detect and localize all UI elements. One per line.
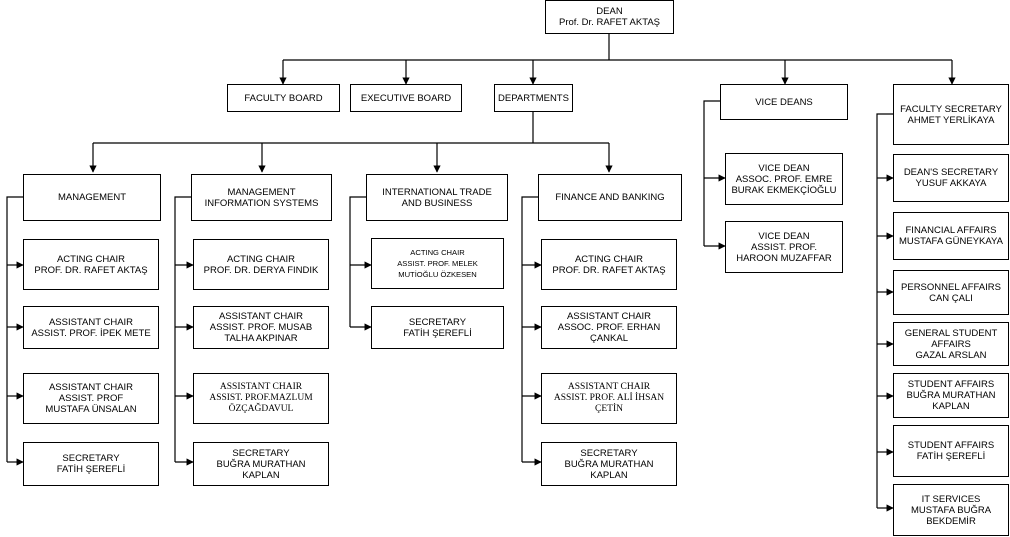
secretary-unit-label: PERSONNEL AFFAIRS CAN ÇALI	[901, 281, 1001, 304]
secretary-unit-box: DEAN'S SECRETARY YUSUF AKKAYA	[893, 154, 1009, 202]
staff-box: ACTING CHAIR PROF. DR. RAFET AKTAŞ	[541, 239, 677, 290]
faculty-board-box: FACULTY BOARD	[227, 84, 340, 112]
connector-line	[174, 196, 191, 462]
staff-label: ASSISTANT CHAIR ASSIST. PROF.MAZLUM ÖZÇA…	[209, 382, 313, 414]
secretary-unit-label: GENERAL STUDENT AFFAIRS GAZAL ARSLAN	[904, 327, 998, 361]
connector-line	[703, 100, 720, 246]
staff-box: ASSISTANT CHAIR ASSIST. PROF.MAZLUM ÖZÇA…	[193, 373, 329, 424]
staff-box: ASSISTANT CHAIR ASSIST. PROF. ALİ İHSAN …	[541, 373, 677, 424]
vice-dean-box: VICE DEAN ASSOC. PROF. EMRE BURAK EKMEKÇ…	[725, 153, 843, 205]
vice-deans-box: VICE DEANS	[720, 84, 848, 120]
faculty-secretary-title: FACULTY SECRETARY	[900, 103, 1002, 115]
staff-label: ASSISTANT CHAIR ASSIST. PROF MUSTAFA ÜNS…	[45, 382, 137, 415]
secretary-unit-label: IT SERVICES MUSTAFA BUĞRA BEKDEMİR	[910, 493, 992, 527]
faculty-board-label: FACULTY BOARD	[244, 92, 323, 104]
vice-deans-label: VICE DEANS	[755, 96, 813, 108]
secretary-unit-label: STUDENT AFFAIRS FATİH ŞEREFLİ	[907, 440, 995, 462]
connector-line	[6, 196, 23, 462]
connector-line	[876, 113, 893, 508]
staff-box: SECRETARY FATİH ŞEREFLİ	[371, 306, 504, 349]
departments-label: DEPARTMENTS	[498, 92, 569, 104]
department-name: MANAGEMENT	[57, 192, 127, 203]
staff-box: ACTING CHAIR PROF. DR. RAFET AKTAŞ	[23, 239, 159, 290]
connector-line	[349, 196, 366, 327]
secretary-unit-box: FINANCIAL AFFAIRS MUSTAFA GÜNEYKAYA	[893, 212, 1009, 260]
staff-box: SECRETARY BUĞRA MURATHAN KAPLAN	[193, 442, 329, 486]
secretary-unit-label: STUDENT AFFAIRS BUĞRA MURATHAN KAPLAN	[906, 379, 996, 412]
secretary-unit-box: IT SERVICES MUSTAFA BUĞRA BEKDEMİR	[893, 484, 1009, 536]
staff-label: SECRETARY BUĞRA MURATHAN KAPLAN	[216, 447, 306, 481]
staff-label: ASSISTANT CHAIR ASSIST. PROF. MUSAB TALH…	[209, 311, 313, 344]
vice-dean-title: VICE DEAN	[758, 162, 810, 174]
department-management: MANAGEMENT	[23, 174, 161, 221]
department-name: INTERNATIONAL TRADE AND BUSINESS	[382, 186, 492, 209]
staff-label: ACTING CHAIR ASSIST. PROF. MELEK MUTİOĞL…	[397, 248, 478, 279]
departments-box: DEPARTMENTS	[494, 84, 573, 112]
department-itb: INTERNATIONAL TRADE AND BUSINESS	[366, 174, 508, 221]
secretary-unit-box: PERSONNEL AFFAIRS CAN ÇALI	[893, 270, 1009, 315]
staff-label: ACTING CHAIR PROF. DR. RAFET AKTAŞ	[552, 253, 666, 276]
vice-dean-box: VICE DEAN ASSIST. PROF. HAROON MUZAFFAR	[725, 221, 843, 273]
connector-line	[521, 196, 538, 462]
secretary-unit-label: DEAN'S SECRETARY YUSUF AKKAYA	[903, 167, 999, 189]
vice-dean-name: ASSOC. PROF. EMRE BURAK EKMEKÇİOĞLU	[731, 173, 837, 196]
staff-label: SECRETARY BUĞRA MURATHAN KAPLAN	[564, 447, 654, 481]
vice-dean-name: ASSIST. PROF. HAROON MUZAFFAR	[736, 241, 832, 264]
staff-box: ASSISTANT CHAIR ASSIST. PROF. İPEK METE	[23, 306, 159, 349]
executive-board-label: EXECUTIVE BOARD	[360, 92, 452, 104]
staff-box: SECRETARY FATİH ŞEREFLİ	[23, 442, 159, 486]
secretary-unit-box: STUDENT AFFAIRS BUĞRA MURATHAN KAPLAN	[893, 373, 1009, 418]
department-mis: MANAGEMENT INFORMATION SYSTEMS	[191, 174, 332, 221]
staff-box: ASSISTANT CHAIR ASSIST. PROF MUSTAFA ÜNS…	[23, 373, 159, 424]
staff-label: ASSISTANT CHAIR ASSOC. PROF. ERHAN ÇANKA…	[557, 311, 661, 344]
dean-title: DEAN	[596, 6, 623, 17]
executive-board-box: EXECUTIVE BOARD	[350, 84, 462, 112]
faculty-secretary-name: AHMET YERLİKAYA	[907, 114, 995, 126]
secretary-unit-label: FINANCIAL AFFAIRS MUSTAFA GÜNEYKAYA	[899, 225, 1003, 247]
vice-dean-title: VICE DEAN	[758, 230, 810, 242]
staff-label: ACTING CHAIR PROF. DR. RAFET AKTAŞ	[34, 253, 148, 276]
department-finance: FINANCE AND BANKING	[538, 174, 682, 221]
secretary-unit-box: GENERAL STUDENT AFFAIRS GAZAL ARSLAN	[893, 322, 1009, 366]
staff-box: ASSISTANT CHAIR ASSIST. PROF. MUSAB TALH…	[193, 306, 329, 349]
dean-name: Prof. Dr. RAFET AKTAŞ	[558, 17, 660, 28]
staff-label: ASSISTANT CHAIR ASSIST. PROF. İPEK METE	[31, 316, 151, 339]
staff-label: SECRETARY FATİH ŞEREFLİ	[403, 316, 472, 339]
department-name: MANAGEMENT INFORMATION SYSTEMS	[204, 186, 319, 209]
staff-box: ASSISTANT CHAIR ASSOC. PROF. ERHAN ÇANKA…	[541, 306, 677, 349]
staff-box: ACTING CHAIR PROF. DR. DERYA FINDIK	[193, 239, 329, 290]
staff-label: ASSISTANT CHAIR ASSIST. PROF. ALİ İHSAN …	[553, 382, 665, 414]
staff-label: SECRETARY FATİH ŞEREFLİ	[56, 453, 126, 475]
department-name: FINANCE AND BANKING	[555, 192, 665, 203]
staff-box: SECRETARY BUĞRA MURATHAN KAPLAN	[541, 442, 677, 486]
secretary-unit-box: STUDENT AFFAIRS FATİH ŞEREFLİ	[893, 425, 1009, 477]
staff-label: ACTING CHAIR PROF. DR. DERYA FINDIK	[203, 253, 319, 276]
staff-box: ACTING CHAIR ASSIST. PROF. MELEK MUTİOĞL…	[371, 238, 504, 289]
